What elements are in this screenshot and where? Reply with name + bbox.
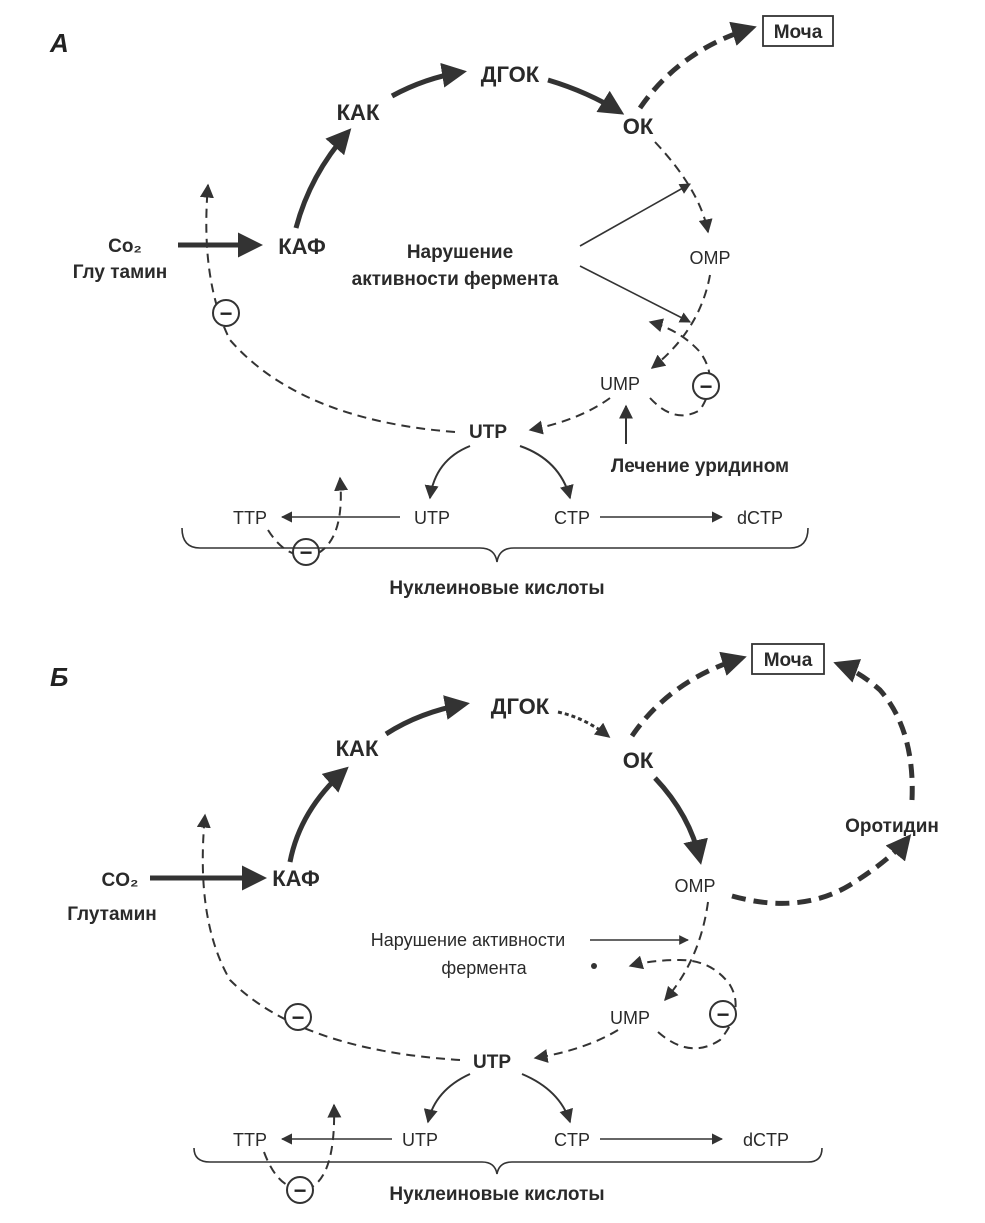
arrow-orotidine-to-urine-b	[833, 659, 915, 801]
arrow-ok-to-urine-b	[629, 651, 747, 738]
feedback-ump-a	[648, 318, 711, 417]
arrow-kaf-to-kak-a	[293, 128, 352, 229]
arrow-omp-to-ump-b	[664, 901, 709, 1002]
panel-b-letter: Б	[50, 662, 68, 692]
ttp-label-b: TTP	[233, 1130, 267, 1150]
kaf-label-a: КАФ	[278, 234, 326, 259]
treatment-label-a: Лечение уридином	[611, 456, 789, 477]
disorder-line1-b: Нарушение активности	[371, 930, 565, 950]
urine-label-b: Моча	[764, 650, 813, 671]
arrow-utp-to-utp-bottom-a	[424, 445, 471, 500]
inhibition-sign-ump-b: −	[717, 1002, 730, 1027]
arrow-ok-to-urine-a	[637, 21, 757, 110]
arrow-dgok-to-ok-a	[547, 77, 625, 115]
arrow-ump-to-utp-a	[528, 397, 611, 435]
arrow-dgok-to-ok-b	[557, 710, 611, 738]
utp-bottom-label-b: UTP	[402, 1130, 438, 1150]
arrow-ump-to-utp-b	[533, 1029, 619, 1063]
urine-box-b	[751, 643, 825, 675]
omp-label-a: OMP	[689, 248, 730, 268]
dctp-label-a: dCTP	[737, 508, 783, 528]
nucleic-label-a: Нуклеиновые кислоты	[389, 578, 604, 599]
disorder-line2-b: фермента	[441, 958, 527, 978]
utp-center-label-a: UTP	[469, 422, 507, 443]
arrow-kak-to-dgok-a	[390, 62, 467, 99]
brace-nucleic-a	[181, 527, 809, 563]
inhibition-circle-ump-b	[709, 1000, 737, 1028]
ok-label-a: ОК	[623, 114, 654, 139]
arrow-disorder-to-ok-omp-a	[579, 183, 691, 247]
arrow-utp-to-ctp-b	[521, 1073, 573, 1124]
omp-label-b: OMP	[674, 876, 715, 896]
arrow-utp-to-utp-bottom-b	[423, 1073, 471, 1124]
brace-nucleic-b	[193, 1147, 823, 1175]
dgok-label-a: ДГОК	[481, 62, 540, 87]
urine-label-a: Моча	[774, 22, 823, 43]
orotidine-label-b: Оротидин	[845, 816, 939, 837]
kak-label-a: КАК	[337, 100, 380, 125]
co2-label-b: CO₂	[102, 870, 139, 891]
arrow-omp-to-orotidine-b	[731, 834, 912, 906]
ttp-label-a: TTP	[233, 508, 267, 528]
arrow-disorder-to-omp-ump-a	[579, 265, 691, 323]
feedback-ttp-a	[267, 476, 349, 557]
inhibition-circle-kaf-a	[212, 299, 240, 327]
inhibition-sign-ump-a: −	[700, 374, 713, 399]
nucleic-label-b: Нуклеиновые кислоты	[389, 1184, 604, 1205]
urine-box-a	[762, 15, 834, 47]
glutamine-label-a: Глу тамин	[73, 262, 168, 283]
dgok-label-b: ДГОК	[491, 694, 550, 719]
arrow-kaf-to-kak-b	[287, 766, 349, 863]
feedback-utp-to-kaf-b	[196, 813, 461, 1061]
utp-bottom-label-a: UTP	[414, 508, 450, 528]
panel-a: А Моча КАК ДГОК ОК Co₂ Глу тамин КАФ Нар…	[49, 15, 834, 599]
disorder-line2-a: активности фермента	[352, 269, 559, 290]
panel-b: Б Моча ДГОК КАК ОК Оротидин CO₂ Глутамин…	[50, 643, 939, 1205]
arrow-utp-to-ctp-a	[519, 445, 574, 500]
ump-label-a: UMP	[600, 374, 640, 394]
disorder-line1-a: Нарушение	[407, 242, 513, 263]
inhibition-sign-ttp-b: −	[294, 1178, 307, 1203]
dctp-label-b: dCTP	[743, 1130, 789, 1150]
feedback-utp-to-kaf-a	[199, 183, 456, 433]
kak-label-b: КАК	[336, 736, 379, 761]
ctp-label-b: CTP	[554, 1130, 590, 1150]
inhibition-circle-ttp-a	[292, 538, 320, 566]
inhibition-sign-ttp-a: −	[300, 540, 313, 565]
utp-center-label-b: UTP	[473, 1052, 511, 1073]
inhibition-circle-kaf-b	[284, 1003, 312, 1031]
co2-label-a: Co₂	[108, 236, 142, 257]
ok-label-b: ОК	[623, 748, 654, 773]
ctp-label-a: CTP	[554, 508, 590, 528]
arrow-ok-to-omp-b	[653, 776, 708, 865]
inhibition-sign-kaf-b: −	[292, 1005, 305, 1030]
inhibition-sign-kaf-a: −	[220, 301, 233, 326]
arrow-omp-to-ump-a	[650, 274, 711, 369]
inhibition-circle-ump-a	[692, 372, 720, 400]
arrow-ok-to-omp-a	[654, 141, 713, 234]
glutamine-label-b: Глутамин	[67, 904, 157, 925]
kaf-label-b: КАФ	[272, 866, 320, 891]
inhibition-circle-ttp-b	[286, 1176, 314, 1204]
arrow-kak-to-dgok-b	[384, 695, 470, 737]
feedback-ump-b	[628, 955, 737, 1050]
dot-mark-b	[591, 963, 597, 969]
ump-label-b: UMP	[610, 1008, 650, 1028]
panel-a-letter: А	[49, 28, 69, 58]
